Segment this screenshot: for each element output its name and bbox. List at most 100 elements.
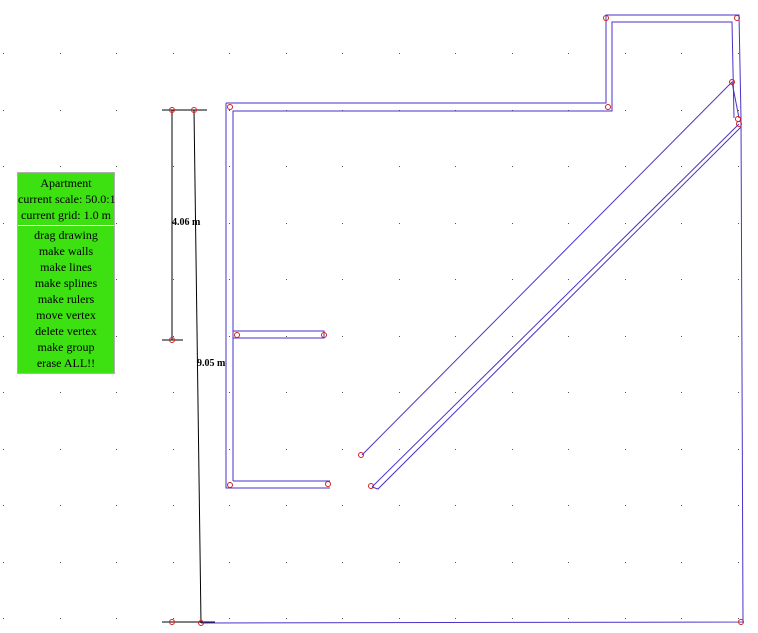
grid-dot xyxy=(399,53,400,54)
grid-dot xyxy=(3,279,4,280)
grid-dot xyxy=(3,166,4,167)
ruler-vertex[interactable] xyxy=(191,107,197,113)
grid-dot xyxy=(116,336,117,337)
wall-vertex[interactable] xyxy=(738,619,744,625)
grid-dot xyxy=(3,505,4,506)
wall-vertex[interactable] xyxy=(227,104,233,110)
grid-dot xyxy=(173,336,174,337)
grid-dot xyxy=(60,449,61,450)
menu-item-make-lines[interactable]: make lines xyxy=(40,260,92,274)
wall-vertex[interactable] xyxy=(729,79,735,85)
grid-dot xyxy=(229,392,230,393)
grid-dot xyxy=(116,166,117,167)
ruler-vertex[interactable] xyxy=(169,107,175,113)
grid-dot xyxy=(681,505,682,506)
grid-dot xyxy=(399,279,400,280)
grid-dot xyxy=(342,279,343,280)
grid-dot xyxy=(399,618,400,619)
grid-dot xyxy=(229,449,230,450)
wall-vertices[interactable] xyxy=(227,15,744,625)
menu-item-delete-vertex[interactable]: delete vertex xyxy=(35,324,97,338)
grid-dots xyxy=(3,53,739,619)
grid-dot xyxy=(455,53,456,54)
menu-item-erase-all[interactable]: erase ALL!! xyxy=(36,356,96,370)
grid-dot xyxy=(116,53,117,54)
grid-dot xyxy=(173,505,174,506)
grid-dot xyxy=(738,53,739,54)
menu-item-make-walls[interactable]: make walls xyxy=(38,244,94,258)
grid-dot xyxy=(286,53,287,54)
grid-dot xyxy=(3,562,4,563)
grid-dot xyxy=(455,392,456,393)
grid-dot xyxy=(286,223,287,224)
ruler-long[interactable]: 9.05 m xyxy=(162,107,226,626)
menu-items: drag drawing make walls make lines make … xyxy=(18,226,114,373)
wall-vertex[interactable] xyxy=(321,332,327,338)
menu-item-make-rulers[interactable]: make rulers xyxy=(37,292,95,306)
grid-dot xyxy=(681,336,682,337)
grid-dot xyxy=(738,505,739,506)
tool-menu-panel: Apartment current scale: 50.0:1 current … xyxy=(17,172,116,374)
ruler-vertex[interactable] xyxy=(169,337,175,343)
grid-dot xyxy=(399,562,400,563)
grid-dot xyxy=(512,166,513,167)
grid-dot xyxy=(512,562,513,563)
grid-dot xyxy=(3,618,4,619)
grid-dot xyxy=(568,53,569,54)
ruler-vertex[interactable] xyxy=(169,619,175,625)
apartment-walls[interactable] xyxy=(200,14,744,624)
grid-dot xyxy=(738,279,739,280)
grid-dot xyxy=(3,336,4,337)
diagonal-wall-lower[interactable] xyxy=(371,123,742,490)
menu-item-move-vertex[interactable]: move vertex xyxy=(36,308,96,322)
grid-dot xyxy=(681,53,682,54)
wall-vertex[interactable] xyxy=(227,482,233,488)
grid-dot xyxy=(60,110,61,111)
wall-vertex[interactable] xyxy=(734,15,740,21)
ruler-short[interactable]: 4.06 m xyxy=(162,107,207,343)
grid-dot xyxy=(512,449,513,450)
wall-vertex[interactable] xyxy=(603,15,609,21)
grid-dot xyxy=(625,505,626,506)
grid-dot xyxy=(116,618,117,619)
grid-dot xyxy=(738,618,739,619)
stub-wall[interactable] xyxy=(233,330,325,339)
grid-dot xyxy=(455,223,456,224)
menu-item-drag-drawing[interactable]: drag drawing xyxy=(34,228,98,242)
grid-dot xyxy=(60,618,61,619)
grid-dot xyxy=(399,336,400,337)
wall-vertex[interactable] xyxy=(736,121,742,127)
grid-dot xyxy=(455,618,456,619)
grid-dot xyxy=(60,392,61,393)
ruler-long-label: 9.05 m xyxy=(197,358,226,369)
grid-dot xyxy=(512,279,513,280)
grid-dot xyxy=(286,279,287,280)
grid-dot xyxy=(3,223,4,224)
grid-dot xyxy=(229,166,230,167)
grid-dot xyxy=(342,392,343,393)
grid-dot xyxy=(625,53,626,54)
grid-dot xyxy=(399,166,400,167)
wall-vertex[interactable] xyxy=(358,452,364,458)
wall-vertex[interactable] xyxy=(605,104,611,110)
outer-wall[interactable] xyxy=(200,14,744,624)
wall-vertex[interactable] xyxy=(325,481,331,487)
grid-dot xyxy=(342,562,343,563)
grid-dot xyxy=(625,166,626,167)
grid-dot xyxy=(512,392,513,393)
wall-vertex[interactable] xyxy=(234,332,240,338)
grid-dot xyxy=(286,449,287,450)
grid-dot xyxy=(568,336,569,337)
grid-dot xyxy=(342,449,343,450)
grid-dot xyxy=(116,505,117,506)
inner-wall[interactable] xyxy=(225,21,735,489)
grid-dot xyxy=(173,53,174,54)
menu-item-make-group[interactable]: make group xyxy=(37,340,95,354)
wall-vertex[interactable] xyxy=(735,116,741,122)
grid-dot xyxy=(173,562,174,563)
wall-vertex[interactable] xyxy=(368,483,374,489)
grid-dot xyxy=(60,166,61,167)
menu-item-make-splines[interactable]: make splines xyxy=(34,276,98,290)
diagonal-wall-upper[interactable] xyxy=(361,80,740,456)
